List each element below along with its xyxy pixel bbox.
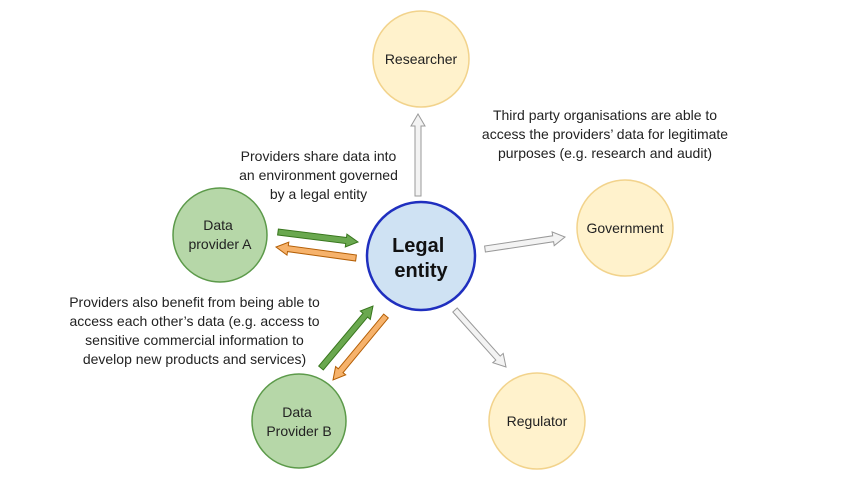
provider-b-circle	[251, 373, 347, 469]
annotation-line: by a legal entity	[269, 186, 368, 202]
arrow-provider-b-to-entity	[317, 305, 374, 371]
legal-entity-label: Legal entity	[392, 235, 450, 282]
node-government: Government	[576, 179, 674, 277]
annotation-line: sensitive commercial information to	[85, 332, 304, 348]
annotation-line: Third party organisations are able to	[492, 107, 718, 123]
regulator-circle	[488, 372, 586, 470]
arrow-entity-to-provider-a	[274, 241, 357, 262]
provider-b-label: Data Provider B	[266, 404, 331, 439]
node-regulator: Regulator	[488, 372, 586, 470]
provider-a-label: Data provider A	[188, 217, 252, 252]
annotation-line: purposes (e.g. research and audit)	[497, 145, 712, 161]
arrow-provider-a-to-entity	[277, 228, 360, 248]
arrow-entity-to-regulator	[452, 307, 507, 368]
annotation-line: an environment governed	[239, 167, 398, 183]
government-circle	[576, 179, 674, 277]
annotation-share-data: Providers share data into an environment…	[226, 147, 411, 204]
arrow-entity-to-researcher	[410, 113, 426, 197]
arrow-entity-to-provider-b	[332, 313, 390, 381]
node-provider-a: Data provider A	[172, 187, 268, 283]
researcher-circle	[372, 10, 470, 108]
annotation-line: Providers also benefit from being able t…	[69, 294, 320, 310]
provider-a-circle	[172, 187, 268, 283]
researcher-label: Researcher	[385, 51, 458, 67]
node-legal-entity: Legal entity	[365, 200, 477, 312]
annotation-line: develop new products and services)	[82, 351, 307, 367]
annotation-third-party: Third party organisations are able to ac…	[470, 106, 740, 163]
annotation-line: Providers share data into	[240, 148, 397, 164]
annotation-line: access each other’s data (e.g. access to	[69, 313, 320, 329]
annotation-provider-benefit: Providers also benefit from being able t…	[52, 293, 337, 369]
arrows-layer	[274, 113, 566, 381]
arrow-entity-to-government	[484, 231, 566, 253]
legal-entity-circle	[365, 200, 477, 312]
node-provider-b: Data Provider B	[251, 373, 347, 469]
annotation-line: access the providers’ data for legitimat…	[481, 126, 729, 142]
government-label: Government	[586, 220, 663, 236]
node-researcher: Researcher	[372, 10, 470, 108]
regulator-label: Regulator	[507, 413, 568, 429]
